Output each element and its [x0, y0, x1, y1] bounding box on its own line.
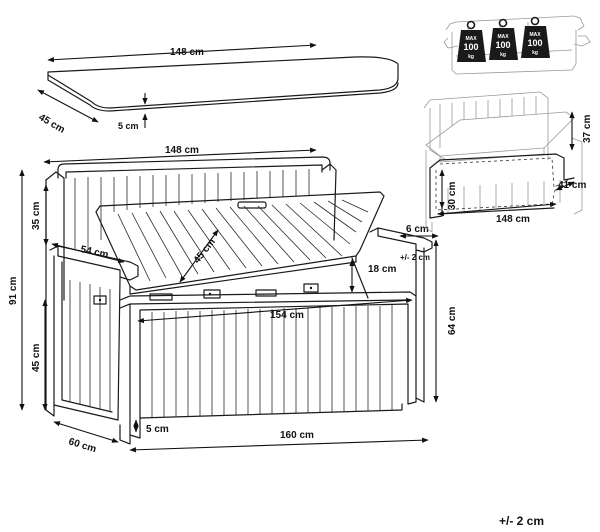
cushion-depth-dimension-line	[37, 89, 99, 123]
bench-top-width-dimension-line	[43, 147, 317, 165]
tolerance-footer-label: +/- 2 cm	[499, 514, 544, 528]
cushion-width-label: 148 cm	[170, 47, 204, 58]
depth-label: 60 cm	[67, 436, 97, 455]
storage-box-width-dimension-line	[437, 201, 557, 217]
armrest-width-label: 6 cm	[406, 224, 429, 235]
weight-badge-2: MAX 100 kg	[489, 18, 518, 60]
storage-lid-depth-label: 37 cm	[582, 115, 593, 143]
depth-dimension-line	[53, 421, 119, 443]
armrest-length-label: 54 cm	[79, 244, 109, 261]
weight-badge-3: MAX 100 kg	[521, 16, 550, 58]
svg-text:MAX: MAX	[465, 36, 477, 42]
inner-length-dimension-line	[137, 297, 413, 324]
backrest-height-label: 35 cm	[31, 202, 42, 230]
cushion-depth-label: 45 cm	[37, 112, 67, 136]
cushion-drawing	[47, 56, 399, 112]
lid-depth-dimension-line	[179, 229, 219, 283]
armrest-tolerance-label: +/- 2 cm	[400, 253, 430, 262]
storage-box-depth-dimension-line	[555, 181, 575, 191]
seat-height-label: 45 cm	[31, 344, 42, 372]
total-width-dimension-line	[129, 437, 429, 453]
svg-text:kg: kg	[468, 54, 474, 60]
storage-box-depth-label: 41 cm	[558, 180, 586, 191]
cushion-width-dimension-line	[47, 42, 317, 63]
cushion-thickness-label: 5 cm	[118, 121, 139, 131]
svg-text:kg: kg	[532, 50, 538, 56]
total-width-label: 160 cm	[280, 430, 314, 441]
svg-text:MAX: MAX	[529, 32, 541, 38]
leg-height-label: 5 cm	[146, 424, 169, 435]
svg-text:MAX: MAX	[497, 34, 509, 40]
storage-box-drawing	[423, 91, 583, 233]
bench-top-width-label: 148 cm	[165, 145, 199, 156]
bench-drawing	[45, 156, 433, 445]
armrest-height-label: 18 cm	[368, 264, 396, 275]
weight-badge-1: MAX 100 kg	[457, 20, 486, 62]
svg-text:100: 100	[527, 38, 542, 48]
side-height-label: 64 cm	[447, 307, 458, 335]
svg-text:kg: kg	[500, 52, 506, 58]
lid-depth-label: 45 cm	[192, 237, 218, 266]
hinges	[93, 283, 319, 305]
armrest-length-dimension-line	[51, 242, 125, 264]
inner-length-label: 154 cm	[270, 310, 304, 321]
svg-text:100: 100	[463, 42, 478, 52]
storage-box-height-label: 30 cm	[447, 182, 458, 210]
svg-text:100: 100	[495, 40, 510, 50]
total-height-label: 91 cm	[8, 277, 19, 305]
storage-box-width-label: 148 cm	[496, 214, 530, 225]
